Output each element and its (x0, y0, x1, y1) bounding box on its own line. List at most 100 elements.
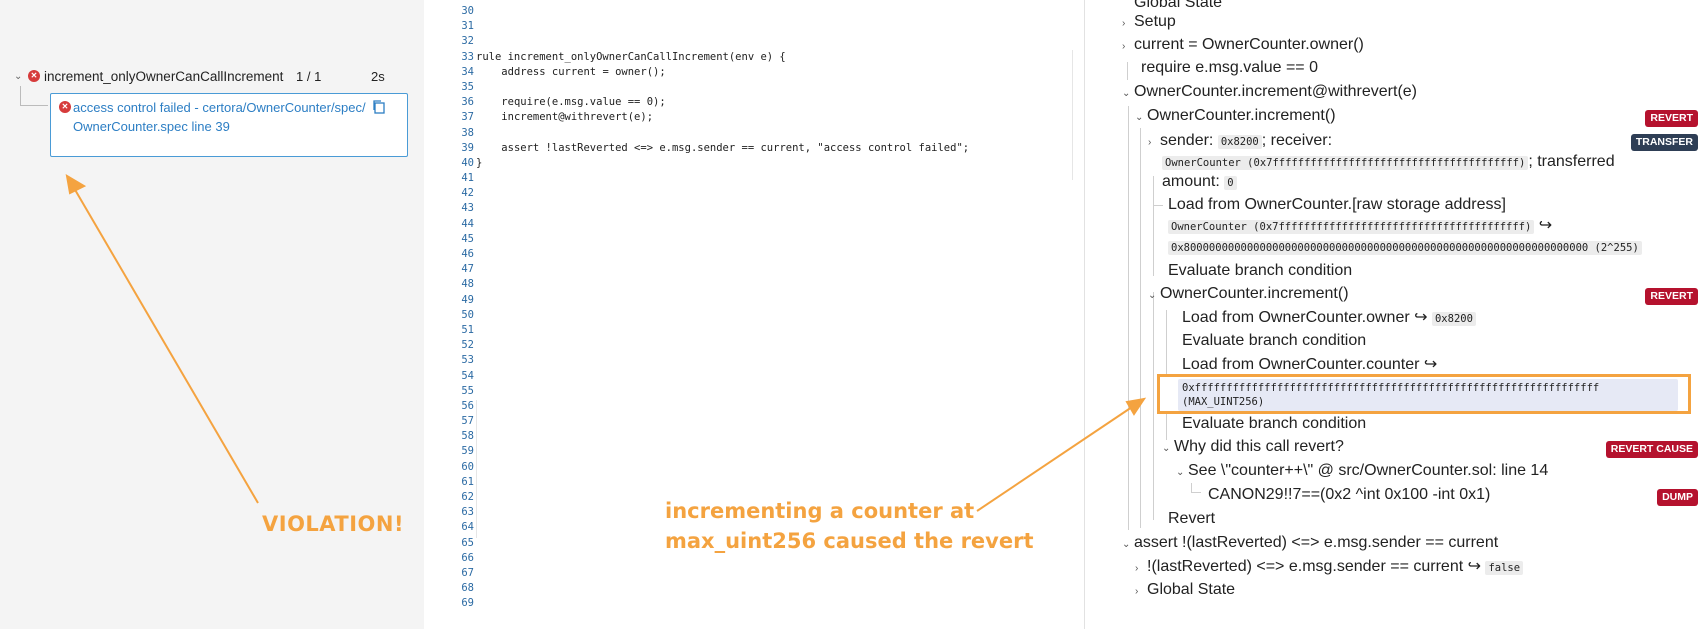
line-number: 42 (461, 187, 474, 200)
revert-cause-annotation: incrementing a counter at max_uint256 ca… (665, 496, 1034, 556)
code-require-line: require(e.msg.value == 0); (501, 96, 666, 109)
code-line-37: increment@withrevert(e); (476, 110, 969, 125)
return-arrow-icon: ↪ (1467, 558, 1482, 575)
line-number: 48 (461, 278, 474, 291)
counter-value-name: (MAX_UINT256) (1182, 396, 1265, 408)
line-number: 53 (461, 354, 474, 367)
trace-see-source[interactable]: ⌄See \"counter++\" @ src/OwnerCounter.so… (1176, 461, 1548, 481)
line-number: 64 (461, 521, 474, 534)
trace-current-owner-label: current = OwnerCounter.owner() (1134, 36, 1364, 53)
line-number: 68 (461, 582, 474, 595)
raw-value: 0x80000000000000000000000000000000000000… (1168, 241, 1642, 255)
copy-icon[interactable] (371, 99, 387, 115)
tree-line (1153, 214, 1154, 276)
transferred-label: ; transferred (1528, 153, 1615, 170)
trace-sender[interactable]: › sender: 0x8200; receiver: (1148, 131, 1332, 151)
code-line-36: require(e.msg.value == 0); (476, 95, 969, 110)
code-line-32 (476, 34, 969, 49)
receiver-label: ; receiver: (1261, 132, 1333, 149)
code-assert-line: assert !lastReverted <=> e.msg.sender ==… (501, 141, 970, 154)
line-number: 65 (461, 536, 474, 549)
rule-row[interactable]: ⌄ ✕ increment_onlyOwnerCanCallIncrement (14, 66, 283, 86)
load-owner-label: Load from OwnerCounter.owner (1182, 309, 1410, 326)
chevron-right-icon[interactable]: › (1135, 563, 1139, 574)
code-line-30 (476, 4, 969, 19)
trace-current-owner[interactable]: › current = OwnerCounter.owner() (1122, 35, 1364, 55)
revert-badge: REVERT (1645, 110, 1698, 127)
trace-setup[interactable]: › Setup (1122, 12, 1176, 32)
line-number: 35 (461, 80, 474, 93)
transfer-badge: TRANSFER (1630, 134, 1698, 151)
chevron-right-icon[interactable]: › (1148, 137, 1152, 148)
trace-canon: CANON29!!7==(0x2 ^int 0x100 -int 0x1) (1208, 486, 1491, 503)
chevron-right-icon[interactable]: › (1122, 41, 1126, 52)
rule-header: rule increment_onlyOwnerCanCallIncrement… (476, 50, 786, 63)
line-number: 45 (461, 232, 474, 245)
trace-increment-call-1[interactable]: ⌄OwnerCounter.increment() (1135, 106, 1336, 126)
trace-increment-withrevert-label: OwnerCounter.increment@withrevert(e) (1134, 83, 1418, 100)
line-number: 41 (461, 172, 474, 185)
trace-global-state-bottom[interactable]: › Global State (1135, 580, 1235, 600)
trace-assert-sub[interactable]: › !(lastReverted) <=> e.msg.sender == cur… (1135, 557, 1524, 577)
trace-increment-call-2[interactable]: ⌄OwnerCounter.increment() (1148, 284, 1349, 304)
sender-value: 0x8200 (1217, 135, 1262, 149)
result-card[interactable]: ✕ access control failed - certora/OwnerC… (50, 93, 408, 157)
chevron-down-icon[interactable]: ⌄ (1148, 290, 1157, 301)
editor-divider (1072, 50, 1073, 180)
trace-load-raw: Load from OwnerCounter.[raw storage addr… (1168, 196, 1506, 213)
sender-label: sender: (1160, 132, 1214, 149)
result-message-link[interactable]: access control failed - certora/OwnerCou… (73, 100, 366, 134)
trace-increment-withrevert[interactable]: ⌄OwnerCounter.increment@withrevert(e) (1122, 82, 1417, 102)
trace-increment-call-1-label: OwnerCounter.increment() (1147, 107, 1336, 124)
trace-global-state-top[interactable]: Global State (1134, 0, 1223, 11)
chevron-down-icon[interactable]: ⌄ (1176, 467, 1185, 478)
line-number: 66 (461, 551, 474, 564)
violation-annotation: VIOLATION! (262, 512, 405, 536)
annotation-line-1: incrementing a counter at (665, 499, 975, 523)
line-number: 69 (461, 597, 474, 610)
line-number: 44 (461, 217, 474, 230)
revert-cause-badge: REVERT CAUSE (1605, 441, 1698, 458)
assert-sub-label: !(lastReverted) <=> e.msg.sender == curr… (1147, 558, 1464, 575)
line-number: 57 (461, 415, 474, 428)
trace-assert[interactable]: ⌄assert !(lastReverted) <=> e.msg.sender… (1122, 533, 1498, 553)
chevron-right-icon[interactable]: › (1122, 18, 1126, 29)
chevron-down-icon[interactable]: ⌄ (1162, 443, 1171, 454)
assert-value: false (1485, 561, 1524, 575)
amount-label: amount: (1162, 173, 1220, 190)
line-number: 34 (461, 65, 474, 78)
tree-line (1153, 196, 1163, 206)
raw-addr-value: OwnerCounter (0x7fffffffffffffffffffffff… (1168, 220, 1535, 234)
line-number: 62 (461, 491, 474, 503)
line-number: 61 (461, 475, 474, 488)
chevron-down-icon[interactable]: ⌄ (1122, 88, 1131, 99)
code-line-38 (476, 126, 969, 141)
see-source-label: See \"counter++\" @ src/OwnerCounter.sol… (1188, 462, 1549, 479)
error-icon: ✕ (59, 101, 71, 113)
chevron-down-icon[interactable]: ⌄ (1122, 539, 1131, 550)
trace-increment-call-2-label: OwnerCounter.increment() (1160, 285, 1349, 302)
line-number: 51 (461, 323, 474, 336)
trace-load-counter: Load from OwnerCounter.counter ↪ (1182, 355, 1437, 375)
global-state-label: Global State (1147, 581, 1236, 598)
editor-indent-guide (476, 400, 477, 538)
chevron-down-icon[interactable]: ⌄ (14, 70, 23, 82)
load-counter-label: Load from OwnerCounter.counter (1182, 356, 1420, 373)
rule-name[interactable]: increment_onlyOwnerCanCallIncrement (44, 68, 284, 84)
code-line-39: assert !lastReverted <=> e.msg.sender ==… (476, 141, 969, 156)
trace-receiver: OwnerCounter (0x7fffffffffffffffffffffff… (1162, 152, 1615, 172)
trace-setup-label: Setup (1134, 13, 1176, 30)
code-line-40: } (476, 156, 969, 171)
rules-panel: ⌄ ✕ increment_onlyOwnerCanCallIncrement … (0, 0, 424, 629)
dump-badge: DUMP (1657, 489, 1698, 506)
code-address-line: address current = owner(); (501, 65, 666, 78)
trace-why-revert[interactable]: ⌄Why did this call revert? (1162, 437, 1344, 457)
revert-badge: REVERT (1645, 288, 1698, 305)
receiver-value: OwnerCounter (0x7fffffffffffffffffffffff… (1162, 156, 1529, 170)
chevron-down-icon[interactable]: ⌄ (1135, 112, 1144, 123)
line-number: 36 (461, 96, 474, 109)
chevron-right-icon[interactable]: › (1135, 586, 1139, 597)
tree-connector (20, 86, 48, 106)
tree-line (1128, 106, 1129, 530)
